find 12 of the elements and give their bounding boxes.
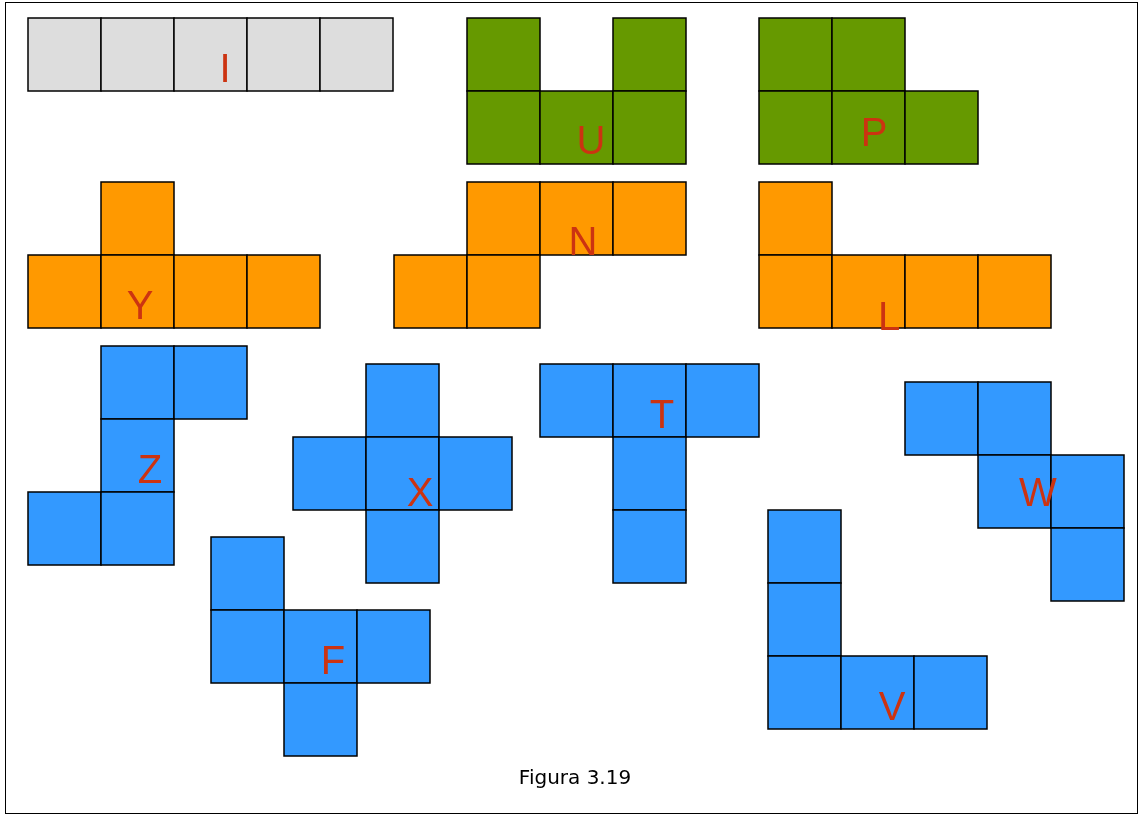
figure-caption: Figura 3.19 [518, 765, 632, 789]
pentomino-letter: T [649, 394, 675, 434]
pentomino-letter: X [406, 472, 434, 512]
pentomino-letter: V [878, 686, 906, 726]
pentomino-letter: L [877, 296, 901, 336]
pentomino-letter: Y [126, 285, 154, 325]
pentomino-letter: Z [137, 449, 163, 489]
pentomino-letter: P [860, 112, 888, 152]
pentomino-letter: I [219, 48, 231, 88]
pentomino-letter: N [568, 221, 598, 261]
pentomino-letter: F [320, 640, 346, 680]
pentomino-letter: U [576, 120, 606, 160]
